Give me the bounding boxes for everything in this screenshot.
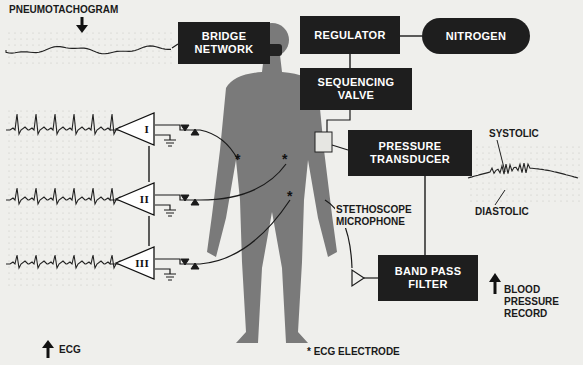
chart-paper <box>4 30 172 68</box>
process-box: SEQUENCING VALVE <box>300 68 412 110</box>
connector <box>400 36 422 37</box>
connector <box>149 146 150 182</box>
trace-label: PNEUMOTACHOGRAM <box>8 4 119 16</box>
annotation: SYSTOLIC <box>488 128 540 140</box>
ecg-trace <box>6 188 123 204</box>
sensor-label: STETHOSCOPE MICROPHONE <box>335 204 419 228</box>
process-box: BRIDGE NETWORK <box>178 22 270 64</box>
connector <box>425 176 426 255</box>
node-text: II <box>140 193 149 206</box>
node-text: REGULATOR <box>314 29 385 42</box>
leader-line <box>497 140 505 172</box>
process-box: REGULATOR <box>300 16 400 54</box>
pneumotachogram-trace <box>6 46 171 54</box>
node-text: BAND PASS FILTER <box>378 265 478 291</box>
gas-tank: NITROGEN <box>422 18 530 54</box>
trace-label: BLOOD PRESSURE RECORD <box>503 284 581 320</box>
chart-paper <box>466 145 580 205</box>
node-text: SEQUENCING VALVE <box>300 76 412 102</box>
node-text: III <box>135 257 149 270</box>
connector <box>149 216 150 246</box>
ecg-trace <box>6 255 123 268</box>
amplifier-outline <box>115 246 155 280</box>
connector <box>350 54 351 68</box>
process-box: BAND PASS FILTER <box>378 255 478 301</box>
node-text: NITROGEN <box>446 30 506 43</box>
amplifier-outline <box>115 112 155 146</box>
annotation: DIASTOLIC <box>474 206 530 218</box>
trace-label: ECG <box>58 344 82 356</box>
amplifier-symbol: I <box>115 112 155 146</box>
amplifier-outline <box>115 182 155 216</box>
electrode-mark: * <box>234 153 241 165</box>
blood-pressure-trace <box>468 163 578 178</box>
node-text: PRESSURE TRANSDUCER <box>348 140 472 166</box>
electrode-mark: * <box>286 190 293 202</box>
chart-paper <box>4 108 112 290</box>
ecg-trace <box>6 114 123 134</box>
bp-cuff <box>315 132 332 152</box>
node-text: I <box>144 123 149 136</box>
process-box: PRESSURE TRANSDUCER <box>348 130 472 176</box>
pointer-arrow <box>76 25 88 33</box>
leader-line <box>495 190 505 205</box>
amplifier-symbol: III <box>115 246 155 280</box>
amplifier-symbol: II <box>115 182 155 216</box>
pointer-arrow <box>47 346 50 358</box>
pointer-arrow <box>494 280 497 294</box>
legend-note: * ECG ELECTRODE <box>306 346 401 358</box>
node-text: BRIDGE NETWORK <box>178 30 270 56</box>
electrode-mark: * <box>281 153 288 165</box>
diode-symbols <box>164 125 199 280</box>
